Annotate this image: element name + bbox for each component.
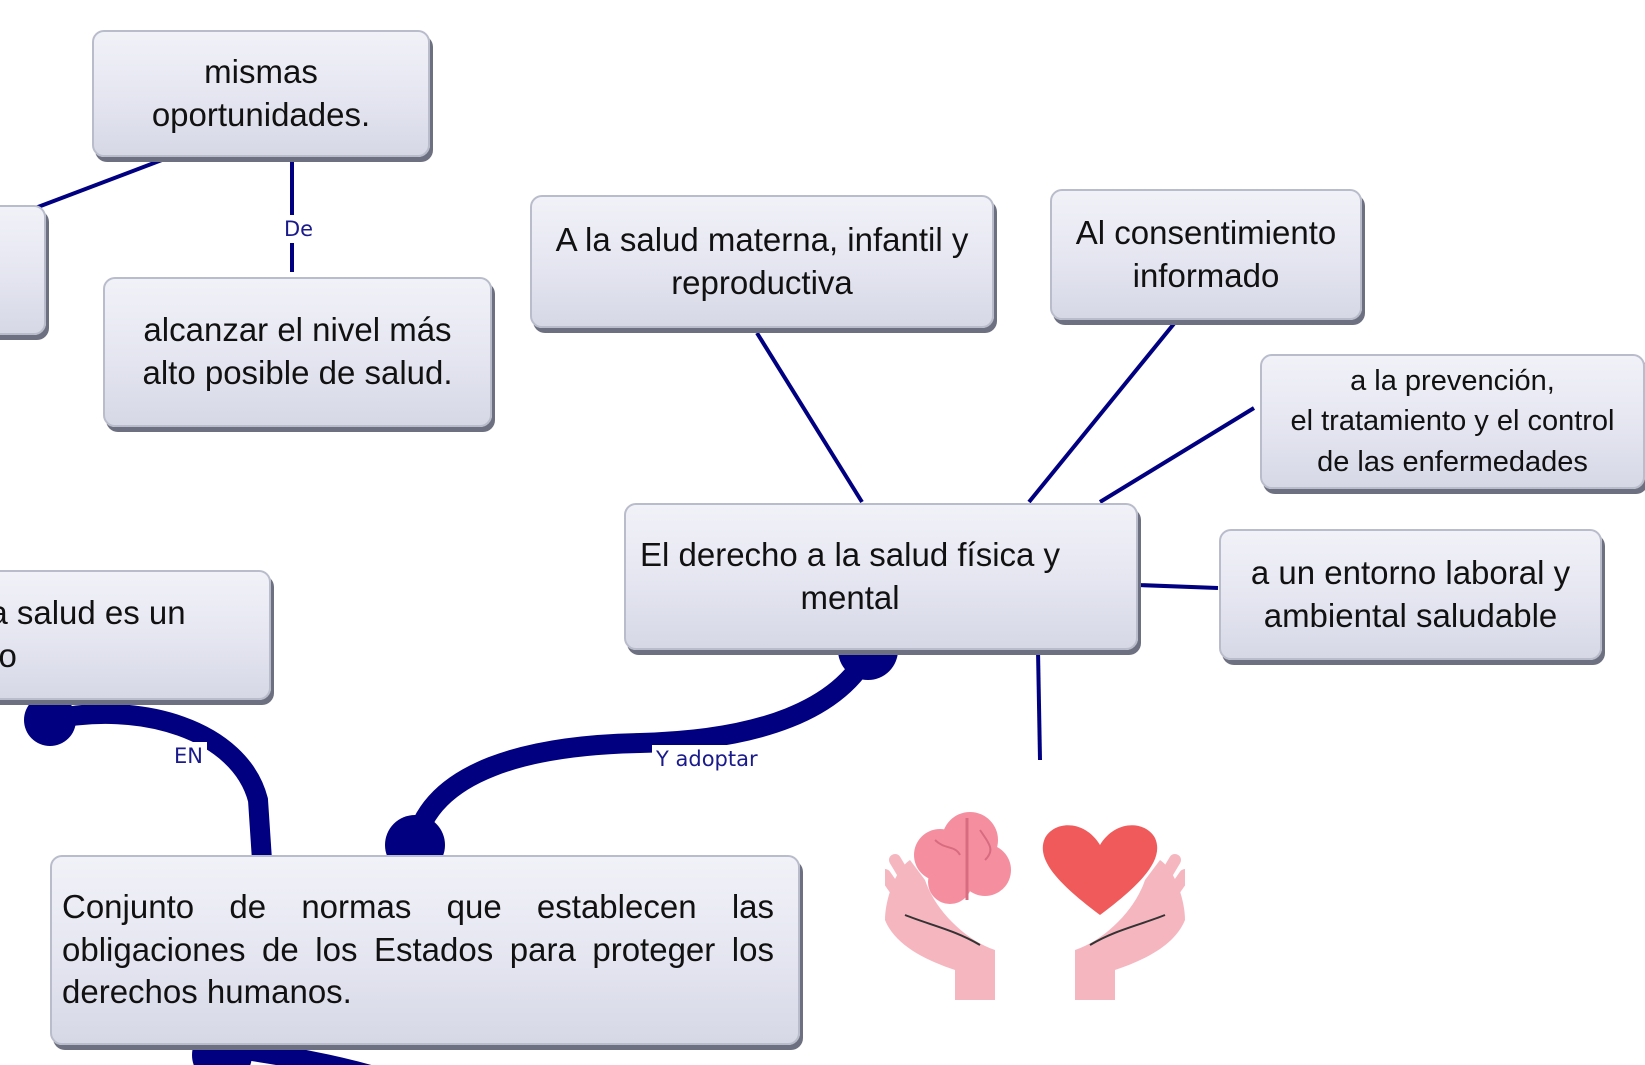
link-mismas-left <box>29 153 176 212</box>
node-entorno-laboral-text: a un entorno laboral y ambiental saludab… <box>1250 553 1571 634</box>
node-salud-materna[interactable]: A la salud materna, infantil y reproduct… <box>530 195 994 328</box>
label-en: EN <box>170 742 207 770</box>
link-conjunto-center <box>405 645 879 848</box>
node-alcanzar-nivel[interactable]: alcanzar el nivel más alto posible de sa… <box>103 277 492 427</box>
node-alcanzar-nivel-text: alcanzar el nivel más alto posible de sa… <box>142 311 453 391</box>
node-conjunto-normas[interactable]: Conjunto de normas que establecen las ob… <box>50 855 800 1045</box>
brain-heart-hands-icon <box>885 812 1185 1000</box>
node-left-partial-top[interactable] <box>0 205 46 335</box>
node-prevencion-text: a la prevención, el tratamiento y el con… <box>1290 365 1615 478</box>
node-salud-derecho[interactable]: la salud es un vo <box>0 570 271 700</box>
node-mismas-oportunidades[interactable]: mismas oportunidades. <box>92 30 430 157</box>
link-conjunto-salud-dot <box>24 694 76 746</box>
link-center-prevencion <box>1098 406 1256 504</box>
label-de: De <box>280 215 318 243</box>
node-mismas-oportunidades-text: mismas oportunidades. <box>151 52 371 133</box>
node-derecho-salud-text: El derecho a la salud física y mental <box>640 535 1061 616</box>
node-salud-materna-text: A la salud materna, infantil y reproduct… <box>555 220 969 301</box>
node-conjunto-normas-text: Conjunto de normas que establecen las ob… <box>62 887 774 1011</box>
link-center-consentimiento <box>1027 318 1179 504</box>
node-consentimiento-text: Al consentimiento informado <box>1075 213 1337 294</box>
link-center-entorno <box>1137 583 1219 590</box>
node-derecho-salud[interactable]: El derecho a la salud física y mental <box>624 503 1138 650</box>
link-center-materna <box>755 331 864 504</box>
link-center-illustration <box>1036 649 1042 761</box>
node-entorno-laboral[interactable]: a un entorno laboral y ambiental saludab… <box>1219 529 1602 660</box>
node-prevencion[interactable]: a la prevención, el tratamiento y el con… <box>1260 354 1645 489</box>
node-salud-derecho-text: la salud es un vo <box>0 594 186 674</box>
link-conjunto-salud <box>47 704 272 861</box>
node-consentimiento[interactable]: Al consentimiento informado <box>1050 189 1362 320</box>
label-y-adoptar: Y adoptar <box>652 745 762 773</box>
